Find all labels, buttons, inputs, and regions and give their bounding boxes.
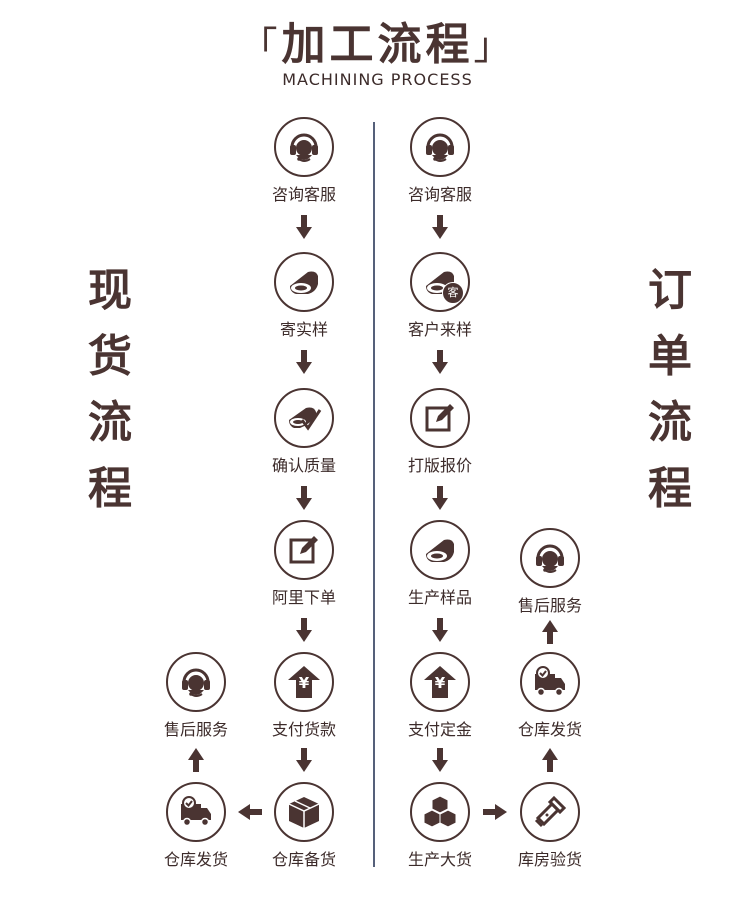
fabric-roll-badge-icon: 客 bbox=[410, 252, 470, 312]
arrow-down-icon bbox=[296, 350, 312, 374]
step-label: 咨询客服 bbox=[407, 185, 472, 204]
right-section-title: 订 单 流 程 bbox=[640, 258, 700, 522]
step-label: 仓库发货 bbox=[517, 720, 582, 739]
arrow-down-icon bbox=[432, 486, 448, 510]
bracket-open: 「 bbox=[239, 24, 282, 68]
step-label: 打版报价 bbox=[407, 456, 472, 475]
arrow-down-icon bbox=[432, 748, 448, 772]
left-section-title: 现 货 流 程 bbox=[80, 258, 140, 522]
arrow-up-icon bbox=[188, 748, 204, 772]
left-title-char: 程 bbox=[88, 463, 132, 514]
arrow-up-icon bbox=[542, 748, 558, 772]
left-title-char: 现 bbox=[88, 265, 132, 316]
arrow-down-icon bbox=[432, 350, 448, 374]
yuan-arrow-icon: ¥ bbox=[410, 652, 470, 712]
yuan-arrow-icon: ¥ bbox=[274, 652, 334, 712]
step-label: 支付货款 bbox=[271, 720, 336, 739]
left-title-char: 货 bbox=[88, 331, 132, 382]
right-title-char: 流 bbox=[648, 397, 692, 448]
flashlight-icon bbox=[520, 782, 580, 842]
step-label: 咨询客服 bbox=[271, 185, 336, 204]
arrow-down-icon bbox=[296, 215, 312, 239]
headset-icon bbox=[166, 652, 226, 712]
fabric-check-icon bbox=[274, 388, 334, 448]
arrow-down-icon bbox=[296, 618, 312, 642]
headset-icon bbox=[410, 117, 470, 177]
boxes-icon bbox=[410, 782, 470, 842]
step-label: 支付定金 bbox=[407, 720, 472, 739]
step-label: 阿里下单 bbox=[271, 588, 336, 607]
yuan-symbol: ¥ bbox=[298, 674, 310, 692]
step-label: 生产样品 bbox=[407, 588, 472, 607]
arrow-down-icon bbox=[432, 215, 448, 239]
step-label: 库房验货 bbox=[517, 850, 582, 869]
right-title-char: 单 bbox=[648, 331, 692, 382]
headset-icon bbox=[274, 117, 334, 177]
arrow-down-icon bbox=[296, 748, 312, 772]
box-icon bbox=[274, 782, 334, 842]
fabric-roll-icon bbox=[274, 252, 334, 312]
step-label: 客户来样 bbox=[407, 320, 472, 339]
customer-badge: 客 bbox=[442, 282, 464, 304]
bracket-close: 」 bbox=[473, 24, 516, 68]
center-divider bbox=[373, 122, 375, 867]
left-title-char: 流 bbox=[88, 397, 132, 448]
arrow-right-icon bbox=[483, 804, 507, 820]
yuan-symbol: ¥ bbox=[434, 674, 446, 692]
headset-icon bbox=[520, 528, 580, 588]
step-label: 寄实样 bbox=[279, 320, 328, 339]
step-label: 生产大货 bbox=[407, 850, 472, 869]
right-title-char: 订 bbox=[648, 265, 692, 316]
right-title-char: 程 bbox=[648, 463, 692, 514]
arrow-down-icon bbox=[296, 486, 312, 510]
arrow-up-icon bbox=[542, 620, 558, 644]
step-label: 售后服务 bbox=[517, 596, 582, 615]
edit-icon bbox=[274, 520, 334, 580]
fabric-roll-icon bbox=[410, 520, 470, 580]
step-label: 售后服务 bbox=[163, 720, 228, 739]
page-subtitle: MACHINING PROCESS bbox=[282, 70, 473, 89]
step-label: 仓库发货 bbox=[163, 850, 228, 869]
page-title: 「加工流程」 bbox=[0, 8, 755, 72]
edit-icon bbox=[410, 388, 470, 448]
arrow-down-icon bbox=[432, 618, 448, 642]
title-text: 加工流程 bbox=[281, 19, 474, 70]
truck-icon bbox=[166, 782, 226, 842]
step-label: 仓库备货 bbox=[271, 850, 336, 869]
truck-icon bbox=[520, 652, 580, 712]
step-label: 确认质量 bbox=[271, 456, 336, 475]
arrow-left-icon bbox=[238, 804, 262, 820]
